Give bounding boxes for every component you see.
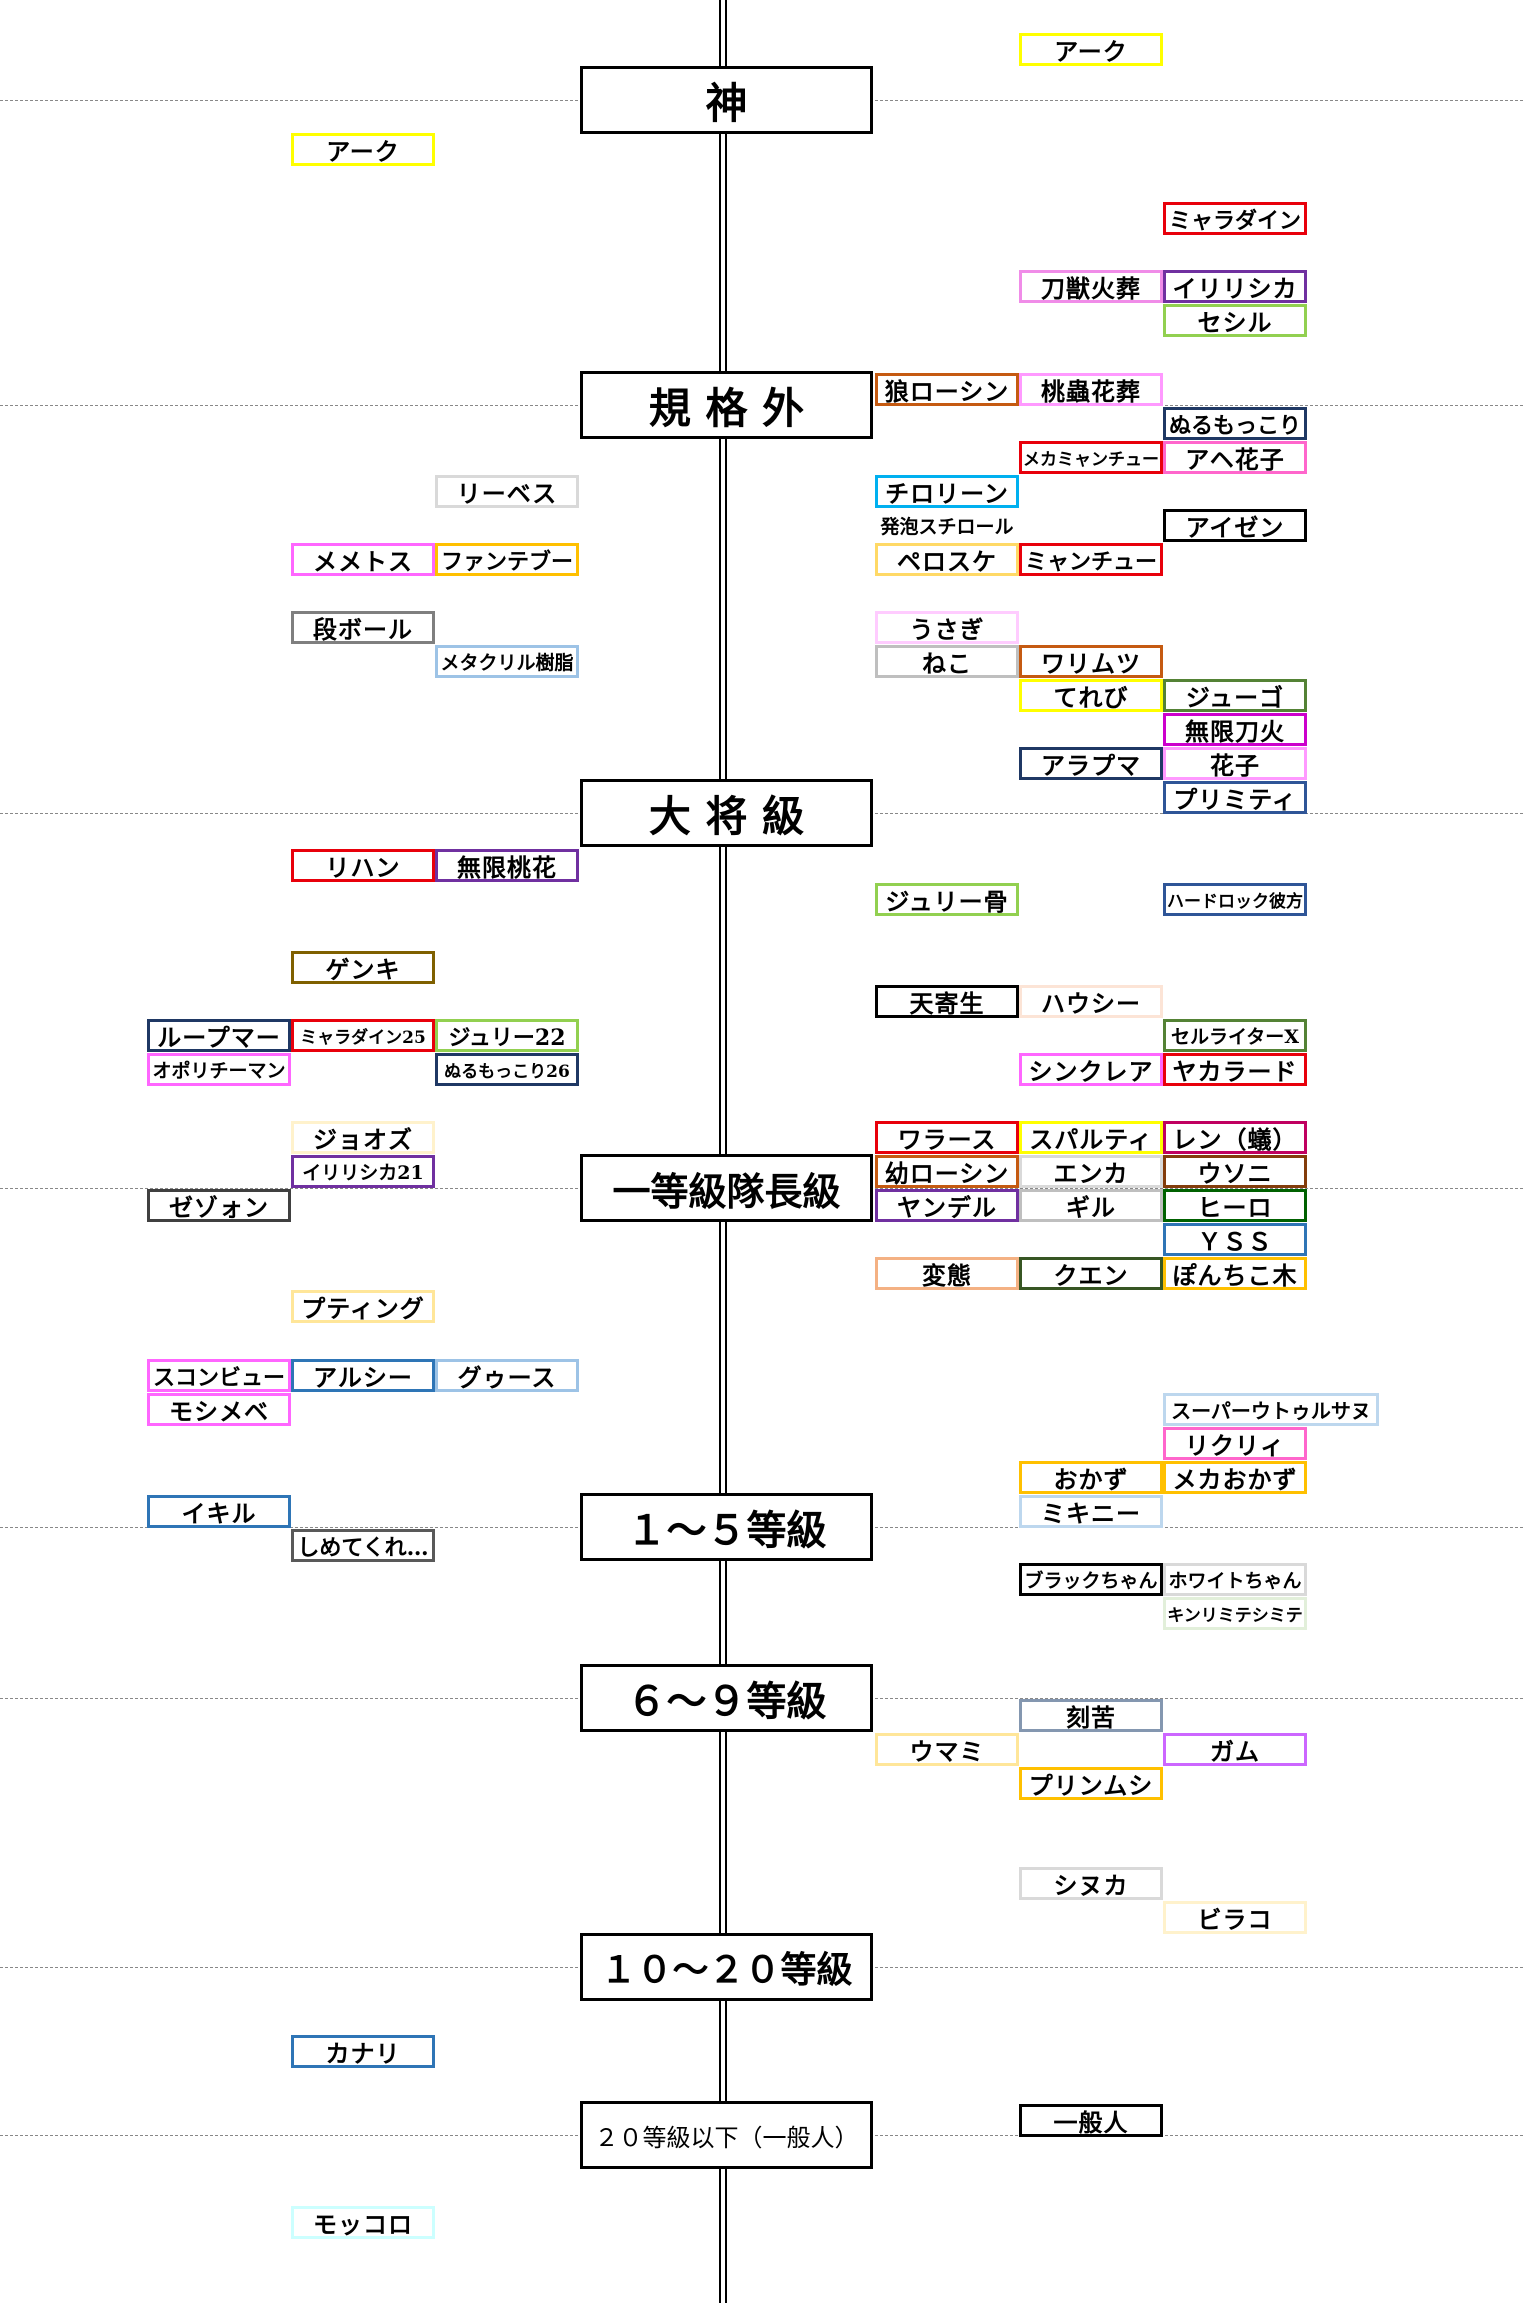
rank-box-outside-standard: 規 格 外 <box>580 371 873 439</box>
name-box: ぬるもっこり <box>1163 407 1307 440</box>
name-box: ぬるもっこり26 <box>435 1053 579 1086</box>
name-box: スーパーウトゥルサヌ <box>1163 1393 1379 1426</box>
name-box: メカおかず <box>1163 1461 1307 1494</box>
name-box: プリンムシ <box>1019 1767 1163 1800</box>
name-box: ぽんちこ木 <box>1163 1257 1307 1290</box>
name-box: しめてくれ… <box>291 1529 435 1562</box>
name-box: ホワイトちゃん <box>1163 1563 1307 1596</box>
name-box: 無限桃花 <box>435 849 579 882</box>
name-box: 刀獣火葬 <box>1019 270 1163 303</box>
name-box: モッコロ <box>291 2206 435 2239</box>
name-box: ジュリー22 <box>435 1019 579 1052</box>
name-box: ループマー <box>147 1019 291 1052</box>
name-box: 天寄生 <box>875 985 1019 1018</box>
name-box: モシメベ <box>147 1393 291 1426</box>
name-box: ワラース <box>875 1121 1019 1154</box>
name-box: ウマミ <box>875 1733 1019 1766</box>
name-box: リーベス <box>435 475 579 508</box>
name-box: ジュリー骨 <box>875 883 1019 916</box>
name-box: イリリシカ21 <box>291 1155 435 1188</box>
name-box: オポリチーマン <box>147 1053 291 1086</box>
name-box: アラプマ <box>1019 747 1163 780</box>
rank-box-class-10-20: １０～２０等級 <box>580 1933 873 2001</box>
name-box: ミキニー <box>1019 1495 1163 1528</box>
name-box: スパルティ <box>1019 1121 1163 1154</box>
name-box: ヤカラード <box>1163 1053 1307 1086</box>
rank-box-class-6-9: ６～９等級 <box>580 1664 873 1732</box>
name-box: リハン <box>291 849 435 882</box>
name-box: スコンビュー <box>147 1359 291 1392</box>
name-box: ミャラダイン25 <box>291 1019 435 1052</box>
name-box: ハウシー <box>1019 985 1163 1018</box>
name-box: アイゼン <box>1163 509 1307 542</box>
name-box: 狼ローシン <box>875 373 1019 406</box>
rank-box-god: 神 <box>580 66 873 134</box>
name-box: シヌカ <box>1019 1867 1163 1900</box>
name-box: 無限刀火 <box>1163 713 1307 746</box>
name-box: エンカ <box>1019 1155 1163 1188</box>
central-axis <box>719 0 727 2303</box>
name-box: メカミャンチュー <box>1019 441 1163 474</box>
name-box: ペロスケ <box>875 543 1019 576</box>
name-box: ミャンチュー <box>1019 543 1163 576</box>
name-box: ウソニ <box>1163 1155 1307 1188</box>
name-box: メメトス <box>291 543 435 576</box>
name-box: 桃蟲花葬 <box>1019 373 1163 406</box>
rank-box-below-20: ２０等級以下（一般人） <box>580 2101 873 2169</box>
name-box: グゥース <box>435 1359 579 1392</box>
name-box: セルライターX <box>1163 1019 1307 1052</box>
name-box: メタクリル樹脂 <box>435 645 579 678</box>
name-box: チロリーン <box>875 475 1019 508</box>
name-box: ブラックちゃん <box>1019 1563 1163 1596</box>
name-box: ヤンデル <box>875 1189 1019 1222</box>
rank-box-class-1-5: １～５等級 <box>580 1493 873 1561</box>
name-box: うさぎ <box>875 611 1019 644</box>
name-box: 一般人 <box>1019 2104 1163 2137</box>
name-box: アルシー <box>291 1359 435 1392</box>
name-box: 幼ローシン <box>875 1155 1019 1188</box>
rank-box-general-class: 大 将 級 <box>580 779 873 847</box>
rank-box-first-class-captain: 一等級隊長級 <box>580 1154 873 1222</box>
name-box: ジューゴ <box>1163 679 1307 712</box>
name-box: アヘ花子 <box>1163 441 1307 474</box>
name-box: おかず <box>1019 1461 1163 1494</box>
name-box: ガム <box>1163 1733 1307 1766</box>
name-box: 変態 <box>875 1257 1019 1290</box>
name-box: アーク <box>1019 33 1163 66</box>
name-box: ギル <box>1019 1189 1163 1222</box>
name-box: 段ボール <box>291 611 435 644</box>
name-box: 花子 <box>1163 747 1307 780</box>
name-box: ハードロック彼方 <box>1163 883 1307 916</box>
name-box: 刻苦 <box>1019 1699 1163 1732</box>
name-box: カナリ <box>291 2035 435 2068</box>
name-box: イリリシカ <box>1163 270 1307 303</box>
name-box: プティング <box>291 1290 435 1323</box>
name-box: ヒーロ <box>1163 1189 1307 1222</box>
name-box: ファンテブー <box>435 543 579 576</box>
name-box: 発泡スチロール <box>875 509 1019 542</box>
name-box: ミャラダイン <box>1163 202 1307 235</box>
name-box: リクリィ <box>1163 1427 1307 1460</box>
name-box: シンクレア <box>1019 1053 1163 1086</box>
name-box: ゼゾォン <box>147 1189 291 1222</box>
name-box: クエン <box>1019 1257 1163 1290</box>
name-box: イキル <box>147 1495 291 1528</box>
name-box: ワリムツ <box>1019 645 1163 678</box>
name-box: セシル <box>1163 304 1307 337</box>
name-box: ゲンキ <box>291 951 435 984</box>
name-box: ビラコ <box>1163 1901 1307 1934</box>
name-box: キンリミテシミテ <box>1163 1597 1307 1630</box>
name-box: ねこ <box>875 645 1019 678</box>
name-box: アーク <box>291 133 435 166</box>
name-box: レン（蟻） <box>1163 1121 1307 1154</box>
name-box: プリミティ <box>1163 781 1307 814</box>
name-box: ＹＳＳ <box>1163 1223 1307 1256</box>
name-box: ジョオズ <box>291 1121 435 1154</box>
name-box: てれび <box>1019 679 1163 712</box>
